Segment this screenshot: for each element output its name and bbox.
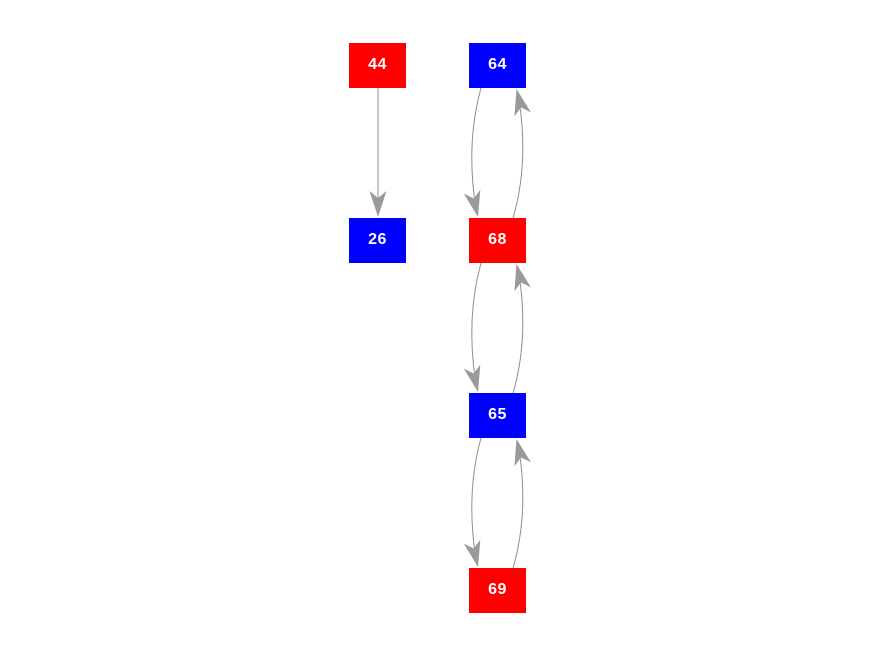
edge-68-64 — [512, 99, 524, 219]
arrowhead-icon — [463, 189, 481, 217]
node-label: 64 — [488, 55, 507, 73]
arrowhead-icon — [514, 439, 531, 467]
arrowhead-icon — [514, 264, 531, 292]
graph-node-44: 44 — [349, 43, 406, 88]
node-label: 68 — [488, 230, 507, 248]
edge-64-68 — [471, 87, 482, 207]
node-label: 69 — [488, 580, 507, 598]
graph-node-69: 69 — [469, 568, 526, 613]
graph-node-68: 68 — [469, 218, 526, 263]
node-label: 44 — [368, 55, 387, 73]
edge-69-65 — [512, 449, 524, 569]
arrowhead-icon — [369, 191, 387, 217]
edge-65-68 — [512, 274, 524, 394]
arrowhead-icon — [463, 364, 481, 392]
node-label: 65 — [488, 405, 507, 423]
graph-node-65: 65 — [469, 393, 526, 438]
graph-node-26: 26 — [349, 218, 406, 263]
arrowhead-icon — [514, 89, 531, 117]
node-label: 26 — [368, 230, 387, 248]
edge-68-65 — [471, 262, 482, 382]
arrowhead-icon — [463, 539, 481, 567]
graph-node-64: 64 — [469, 43, 526, 88]
edge-65-69 — [471, 437, 482, 557]
